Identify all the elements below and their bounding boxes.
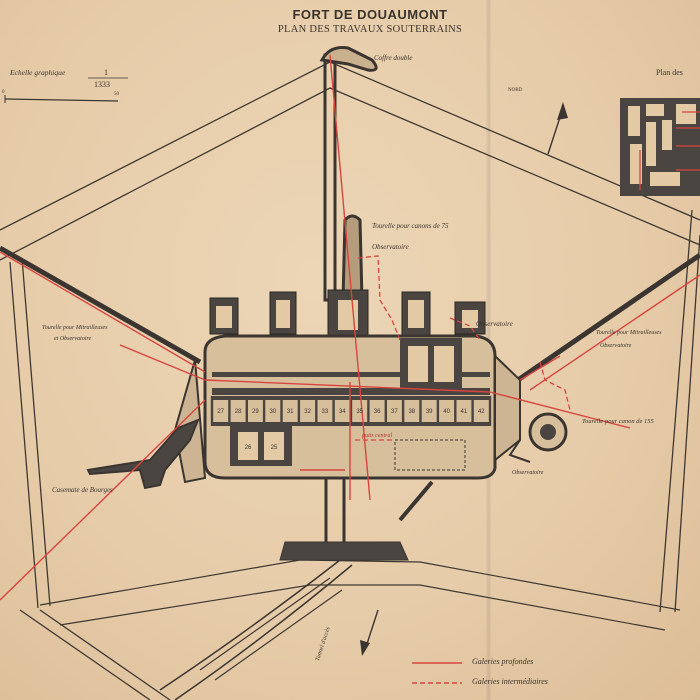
label-observatoire-3: Observatoire [600, 343, 632, 349]
room-wall [488, 396, 492, 426]
room-wall [349, 396, 353, 426]
map-title: FORT DE DOUAUMONT [292, 7, 448, 22]
legend-intermediate-galleries: Galeries intermédiaires [472, 677, 548, 686]
tourelle-155 [508, 412, 568, 463]
room-number: 37 [391, 409, 398, 415]
scale-numerator: 1 [104, 68, 108, 77]
label-coffre: Coffre double [374, 54, 413, 62]
north-label: NORD [508, 88, 523, 93]
room-wall [297, 396, 301, 426]
room-wall [419, 396, 422, 426]
room-wall [471, 396, 474, 426]
covered-way [39, 559, 681, 681]
scale-tick-start: 0 [2, 90, 5, 95]
label-tourelle-mitr-left-2: et Observatoire [54, 336, 92, 342]
label-tourelle-75: Tourelle pour canons de 75 [372, 222, 449, 230]
casemate-voids [216, 300, 478, 330]
room-number: 29 [252, 409, 259, 415]
room-wall [454, 396, 457, 426]
legend-swatches [412, 662, 462, 684]
deep-galleries [0, 54, 700, 601]
room-number: 36 [374, 409, 381, 415]
label-observatoire-4: Observatoire [512, 470, 544, 476]
label-puits-central: puits central [362, 433, 393, 439]
room-wall [332, 396, 335, 426]
room-number: 39 [426, 409, 433, 415]
room-number: 25 [271, 445, 278, 451]
scale-bar [4, 77, 128, 103]
inset-plan [620, 98, 700, 196]
legend-deep-galleries: Galeries profondes [472, 657, 534, 666]
scale-tick-end: 50 [114, 92, 119, 97]
room-number: 41 [461, 409, 468, 415]
label-tourelle-mitr-left-1: Tourelle pour Mitrailleuses [42, 325, 108, 331]
room-number: 42 [478, 409, 485, 415]
room-number: 26 [245, 445, 252, 451]
scale-denominator: 1333 [94, 80, 110, 89]
room-number: 40 [443, 409, 450, 415]
room-wall [367, 396, 370, 426]
label-observatoire-1: Observatoire [372, 243, 409, 251]
south-access [159, 476, 434, 700]
room-number: 33 [322, 409, 329, 415]
inset-label: Plan des [656, 68, 683, 77]
room-wall [262, 396, 266, 426]
room-number: 28 [235, 409, 242, 415]
room-number: 38 [408, 409, 415, 415]
intermediate-galleries [355, 255, 571, 441]
room-number-layer: 27 28 29 30 31 32 33 34 35 36 37 38 39 40 41 42 26 25 [217, 409, 485, 451]
room-wall [245, 396, 248, 426]
room-wall [280, 396, 283, 426]
room-number: 31 [287, 409, 294, 415]
room-wall [315, 396, 318, 426]
room-wall [401, 396, 405, 426]
scale-label: Echelle graphique [10, 68, 66, 77]
room-number: 30 [269, 409, 276, 415]
room-wall [228, 396, 231, 426]
room-number: 35 [356, 409, 363, 415]
label-tourelle-155: Tourelle pour canon de 155 [582, 418, 654, 425]
north-arrow-icon [547, 102, 568, 155]
room-number: 27 [217, 409, 224, 415]
map-subtitle: PLAN DES TRAVAUX SOUTERRAINS [277, 24, 463, 35]
label-observatoire-2: Observatoire [476, 320, 513, 328]
room-wall [384, 396, 387, 426]
label-tourelle-mitr-right: Tourelle pour Mitrailleuses [596, 330, 662, 336]
room-number: 32 [304, 409, 311, 415]
flank-walls [0, 245, 700, 385]
room-wall [436, 396, 440, 426]
room-wall [210, 396, 214, 426]
barracks [173, 334, 521, 484]
casemate-bourges-structure [86, 418, 200, 490]
room-number: 34 [339, 409, 346, 415]
south-arrow-icon [360, 609, 379, 656]
label-casemate-bourges: Casemate de Bourges [52, 486, 113, 494]
